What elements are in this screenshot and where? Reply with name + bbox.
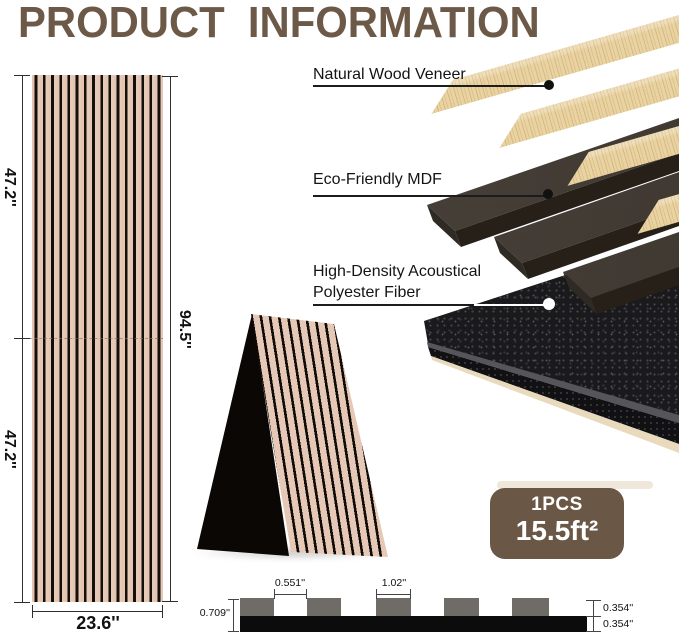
fiber-callout-dot bbox=[543, 298, 555, 310]
callout-label-fiber-line2: Polyester Fiber bbox=[313, 284, 421, 301]
callout-label-mdf: Eco-Friendly MDF bbox=[313, 171, 442, 188]
cross-section-slat-3 bbox=[376, 598, 411, 616]
dim-tick-bottom-left bbox=[32, 605, 33, 618]
quantity-area-badge: 1PCS 15.5ft² bbox=[490, 488, 624, 559]
panel-bottom-edge-sliver bbox=[497, 481, 653, 489]
cs-dim-right-tick-t bbox=[586, 600, 601, 601]
cs-dim-groove-tick-l bbox=[274, 589, 275, 599]
cross-section-slat-1 bbox=[240, 598, 274, 616]
badge-count: 1PCS bbox=[531, 494, 583, 515]
cross-section-slat-5 bbox=[512, 598, 549, 616]
cs-label-slat-height: 0.354'' bbox=[603, 602, 634, 614]
cs-dim-total-tick-b bbox=[228, 631, 239, 632]
dim-label-total-height: 94.5'' bbox=[176, 310, 193, 349]
cs-label-backing-height: 0.354'' bbox=[603, 618, 634, 630]
cross-section-slat-4 bbox=[444, 598, 479, 616]
dim-tick-bottom-right bbox=[162, 605, 163, 618]
cs-dim-total-tick-t bbox=[228, 599, 239, 600]
cross-section-backing bbox=[240, 616, 587, 632]
cs-label-total-thickness: 0.709'' bbox=[199, 607, 230, 619]
badge-area: 15.5ft² bbox=[515, 515, 599, 546]
dim-label-upper-height: 47.2'' bbox=[1, 168, 18, 207]
dim-tick-right-bottom bbox=[162, 601, 178, 602]
cs-dim-groove bbox=[274, 594, 307, 595]
callout-line-veneer bbox=[313, 85, 549, 87]
veneer-callout-dot bbox=[544, 80, 554, 90]
dim-tick-left-top bbox=[14, 75, 30, 76]
dim-tick-right-top bbox=[162, 76, 178, 77]
dim-label-lower-height: 47.2'' bbox=[1, 430, 18, 469]
cs-dim-slat bbox=[376, 594, 411, 595]
callout-line-fiber-black bbox=[313, 304, 475, 306]
callout-label-fiber: High-Density Acoustical Polyester Fiber bbox=[313, 261, 481, 303]
dim-line-bottom bbox=[32, 611, 163, 612]
callout-line-fiber-white bbox=[474, 304, 546, 306]
dim-line-right bbox=[170, 76, 171, 601]
dim-tick-left-middle bbox=[14, 338, 30, 339]
callout-line-mdf bbox=[313, 195, 546, 197]
panel-middle-divider-line bbox=[24, 338, 163, 339]
callout-label-veneer: Natural Wood Veneer bbox=[313, 66, 466, 83]
cs-dim-groove-tick-r bbox=[306, 589, 307, 599]
cs-dim-right-tick-b bbox=[586, 631, 601, 632]
mdf-callout-dot bbox=[543, 189, 553, 199]
callout-label-fiber-line1: High-Density Acoustical bbox=[313, 263, 482, 280]
dim-tick-left-bottom bbox=[14, 602, 30, 603]
cs-label-groove-width: 0.551'' bbox=[274, 577, 306, 589]
cs-dim-slat-tick-l bbox=[376, 589, 377, 599]
page-title: PRODUCT INFORMATION bbox=[18, 0, 540, 47]
cs-dim-right-tick-m bbox=[586, 616, 601, 617]
cs-label-slat-width: 1.02'' bbox=[381, 577, 407, 589]
cs-dim-total bbox=[233, 599, 234, 632]
dim-label-width: 23.6'' bbox=[76, 613, 120, 633]
cs-dim-slat-tick-r bbox=[410, 589, 411, 599]
cross-section-slat-2 bbox=[307, 598, 341, 616]
